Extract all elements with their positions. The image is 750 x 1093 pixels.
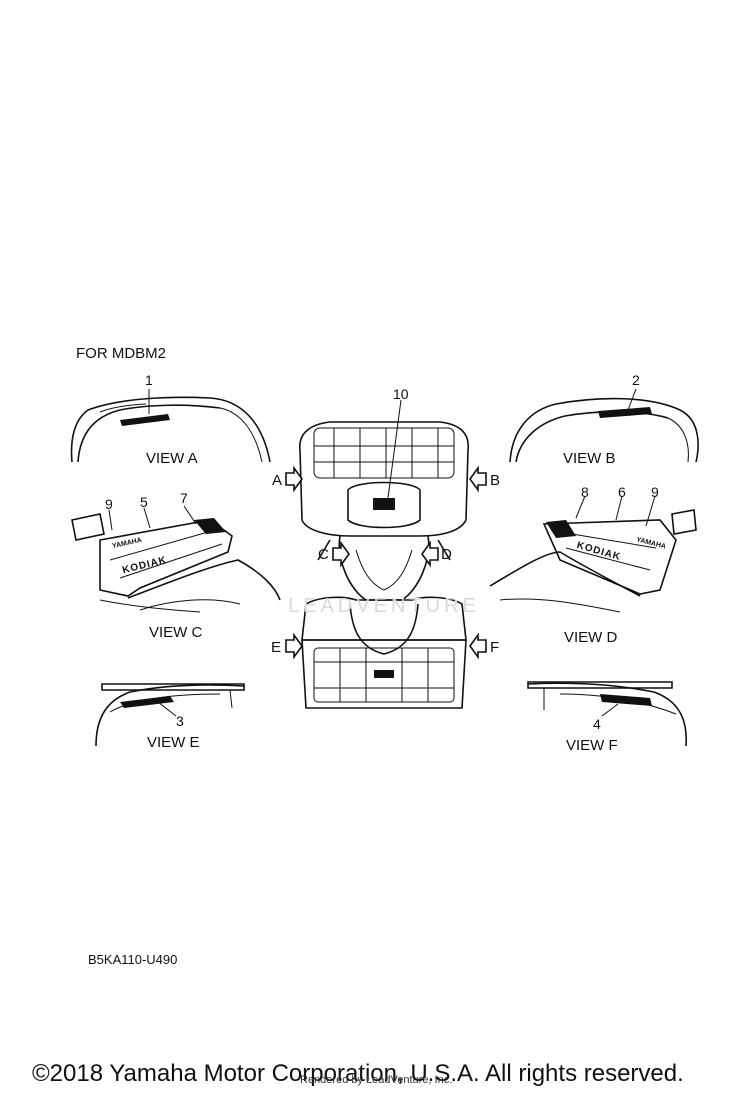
arrow-c-icon	[332, 540, 350, 568]
rendered-by-notice: Rendered by LeadVenture, Inc.	[300, 1074, 453, 1086]
arrow-label-c: C	[318, 546, 329, 563]
label-view-b: VIEW B	[563, 450, 616, 467]
callout-9-left: 9	[105, 496, 113, 512]
arrow-e-icon	[285, 632, 303, 660]
view-a-fender-drawing	[70, 389, 271, 463]
arrow-label-d: D	[441, 546, 452, 563]
arrow-label-f: F	[490, 639, 500, 656]
part-code: B5KA110-U490	[88, 952, 178, 967]
view-d-side-panel-drawing	[489, 495, 697, 613]
arrow-f-icon	[469, 632, 487, 660]
atv-top-view-drawing	[299, 399, 469, 709]
callout-10: 10	[393, 386, 409, 402]
diagram-title: FOR MDBM2	[76, 345, 166, 362]
label-view-e: VIEW E	[147, 734, 200, 751]
callout-6: 6	[618, 484, 626, 500]
label-view-d: VIEW D	[564, 629, 618, 646]
copyright-notice: ©2018 Yamaha Motor Corporation, U.S.A. A…	[32, 1060, 684, 1087]
callout-1: 1	[145, 372, 153, 388]
callout-7: 7	[180, 490, 188, 506]
view-f-rear-fender-drawing	[527, 681, 687, 747]
label-view-a: VIEW A	[146, 450, 198, 467]
callout-9-right: 9	[651, 484, 659, 500]
watermark: LEADVENTURE	[288, 595, 480, 617]
callout-3: 3	[176, 713, 184, 729]
arrow-b-icon	[469, 465, 487, 493]
view-e-rear-fender-drawing	[95, 683, 245, 747]
arrow-label-e: E	[271, 639, 282, 656]
callout-8: 8	[581, 484, 589, 500]
arrow-a-icon	[285, 465, 303, 493]
label-view-c: VIEW C	[149, 624, 203, 641]
label-view-f: VIEW F	[566, 737, 618, 754]
view-b-fender-drawing	[509, 388, 699, 463]
arrow-label-a: A	[272, 472, 283, 489]
arrow-d-icon	[421, 540, 439, 568]
callout-5: 5	[140, 494, 148, 510]
callout-2: 2	[632, 372, 640, 388]
callout-4: 4	[593, 716, 601, 732]
arrow-label-b: B	[490, 472, 501, 489]
view-c-side-panel-drawing	[71, 505, 281, 613]
